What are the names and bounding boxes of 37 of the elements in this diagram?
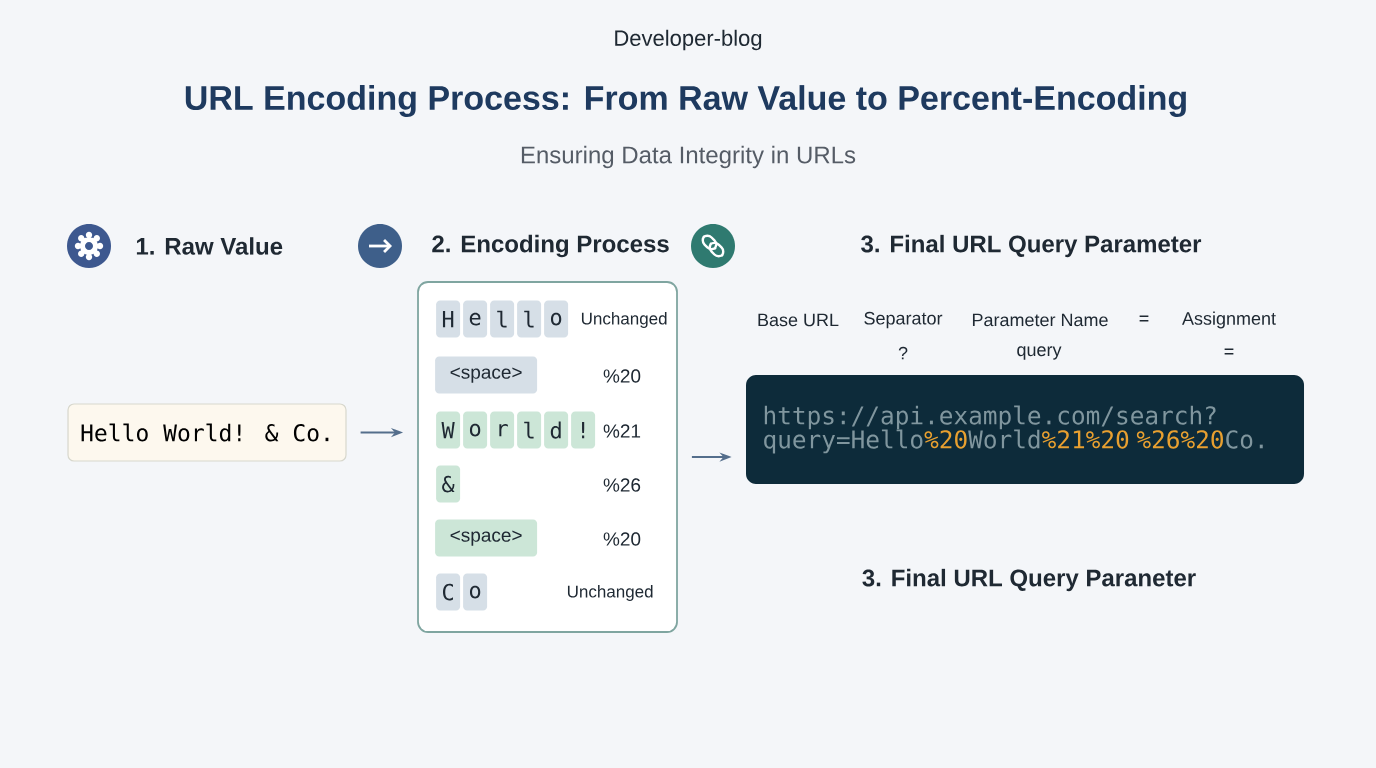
character-chip: <space>	[435, 356, 538, 394]
part-label: Assignment	[1182, 311, 1276, 329]
character-chip: l	[490, 300, 515, 338]
result-text: %20	[603, 369, 641, 383]
character-chip: o	[463, 411, 488, 449]
character-chip: &	[436, 465, 461, 503]
character-chip: !	[571, 411, 596, 449]
result-text: Unchanged	[567, 585, 653, 601]
input-box: Hello World! & Co.	[67, 403, 347, 462]
part-value: =	[1224, 348, 1234, 355]
result-text: %20	[603, 532, 641, 546]
character-chip: C	[436, 573, 461, 611]
character-chip: o	[544, 300, 569, 338]
character-chip: r	[490, 411, 515, 449]
part-label: =	[1139, 315, 1149, 322]
result-text: %26	[603, 478, 641, 492]
url-code-box: https://api.example.com/search? query=Hello%20World%21%20 %26%20Co.	[746, 375, 1304, 484]
part-label: Parameter Name	[972, 313, 1108, 327]
caption-heading: 3. Final URL Query Paraneter	[862, 568, 1196, 592]
character-chip: e	[463, 300, 488, 338]
character-chip: l	[517, 411, 542, 449]
character-chip: <space>	[435, 519, 538, 557]
character-chip: W	[436, 411, 461, 449]
character-chip: l	[517, 300, 542, 338]
site-name: Developer-blog	[615, 29, 762, 51]
part-label: Separator	[864, 311, 943, 329]
part-label: Base URL	[758, 313, 839, 327]
character-chip: d	[544, 411, 569, 449]
result-text: Unchanged	[581, 312, 667, 328]
result-text: %21	[603, 424, 641, 438]
subtitle: Ensuring Data Integrity in URLs	[521, 145, 856, 169]
step-heading: 1. Raw Value	[136, 237, 283, 255]
step-heading: 2. Encoding Process	[432, 234, 669, 258]
character-chip: H	[436, 300, 461, 338]
step-heading: 3. Final URL Query Parameter	[861, 234, 1202, 258]
title: URL Encoding Process: From Raw Value to Percent-Encoding	[185, 85, 1186, 117]
character-chip: o	[463, 573, 488, 611]
